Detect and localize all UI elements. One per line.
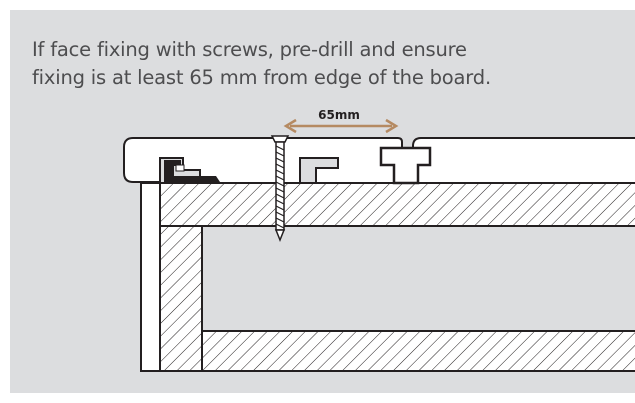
hidden-fix-clip-slot: [175, 164, 185, 172]
joist-vertical: [159, 225, 203, 372]
instruction-line-2: fixing is at least 65 mm from edge of th…: [32, 66, 491, 89]
deck-board-right: [412, 137, 635, 184]
instruction-line-1: If face fixing with screws, pre-drill an…: [32, 38, 467, 61]
board-connector: [379, 146, 432, 185]
left-board-groove: [299, 157, 339, 184]
dimension-arrow-icon: [283, 118, 399, 134]
screw-icon: [270, 135, 290, 243]
frame-opening: [203, 227, 635, 330]
joist-bottom: [201, 330, 635, 372]
frame-post-outer: [140, 182, 161, 372]
dimension-label: 65mm: [318, 108, 360, 122]
instruction-text: If face fixing with screws, pre-drill an…: [32, 36, 592, 92]
joist-top: [159, 182, 635, 227]
